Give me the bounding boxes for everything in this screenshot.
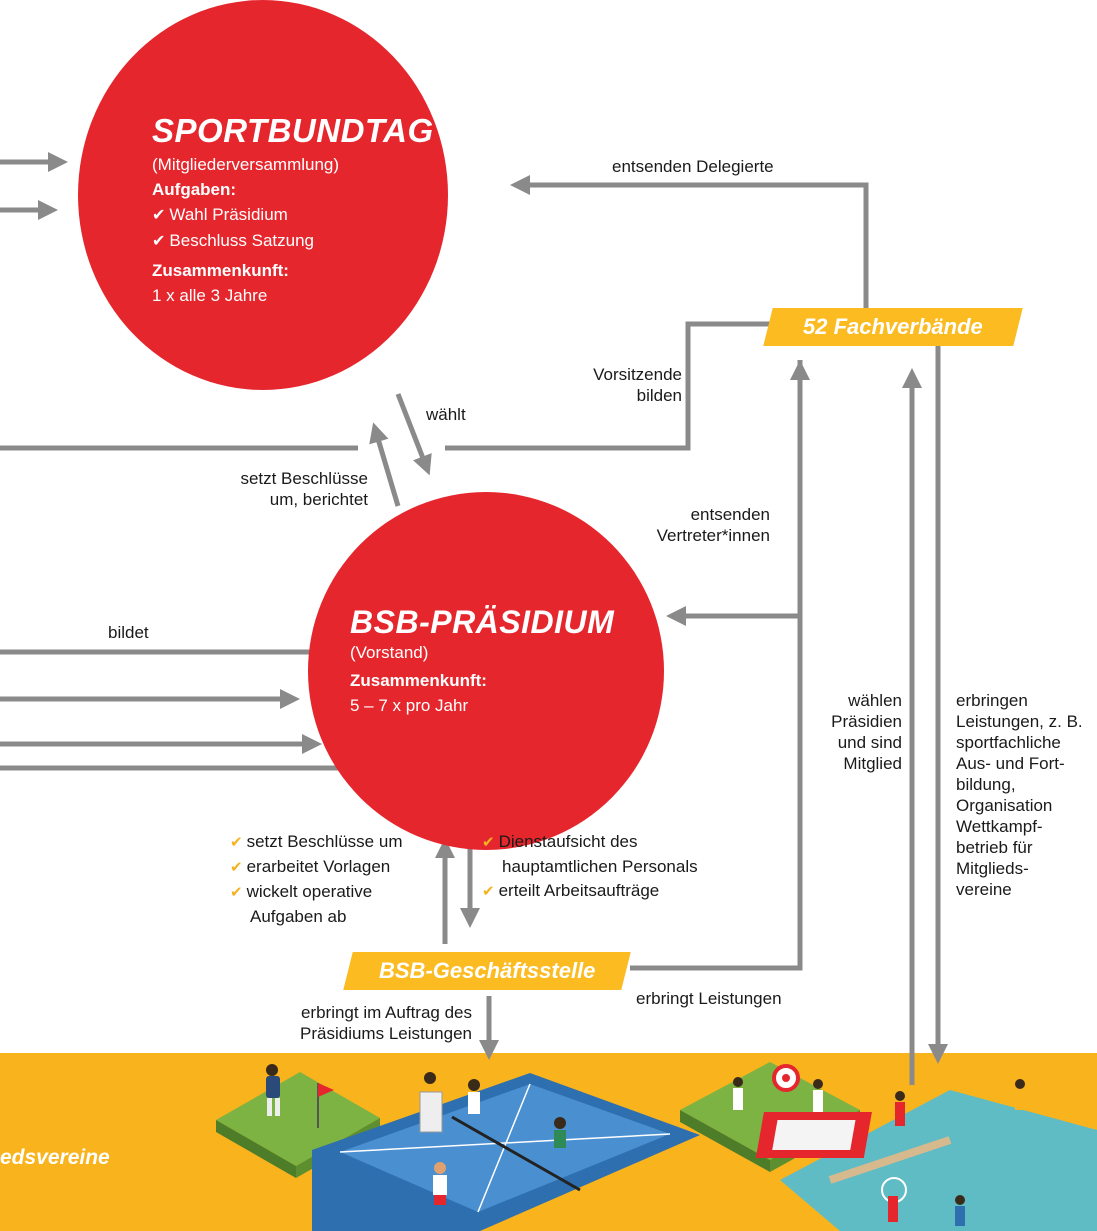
label-erbringt-im-auftrag: erbringt im Auftrag des Präsidiums Leist… [300,1003,472,1043]
label-setzt-beschluesse: setzt Beschlüsse um, berichtet [240,469,368,509]
label-entsenden-vertreter: entsenden Vertreter*innen [656,505,770,545]
sportbundtag-title: SPORTBUNDTAG [152,112,434,149]
check-icon: ✔ [230,884,243,901]
geschaeftsstelle-task-list: ✔setzt Beschlüsse um ✔erarbeitet Vorlage… [230,830,402,929]
check-icon: ✔ [152,207,166,224]
task-item: ✔Dienstaufsicht des [482,832,638,851]
sportbundtag-subtitle: (Mitgliederversammlung) [152,155,340,174]
sportbundtag-aufgabe-2: ✔Beschluss Satzung [152,231,314,250]
label-erbringt-leistungen: erbringt Leistungen [636,989,782,1008]
sportbundtag-circle [78,0,448,390]
label-waehlen-praesidien: wählen Präsidien und sind Mitglied [831,691,902,773]
praesidium-zusammenkunft-label: Zusammenkunft: [350,671,487,690]
praesidium-zusammenkunft: 5 – 7 x pro Jahr [350,696,469,715]
label-bildet: bildet [108,623,149,642]
geschaeftsstelle-banner: BSB-Geschäftsstelle [343,952,631,990]
task-item: ✔setzt Beschlüsse um [230,832,403,851]
fachverbaende-banner: 52 Fachverbände [763,308,1023,346]
task-item: Aufgaben ab [250,907,347,926]
task-item: hauptamtlichen Personals [502,857,698,876]
label-erbringen-leistungen: erbringen Leistungen, z. B. sportfachlic… [956,691,1083,899]
praesidium-title: BSB-PRÄSIDIUM [350,604,615,640]
sportbundtag-zusammenkunft-label: Zusammenkunft: [152,261,289,280]
praesidium-circle [308,492,664,850]
label-entsenden-delegierte: entsenden Delegierte [612,157,774,176]
vereine-label: edsvereine [0,1146,110,1169]
praesidium-task-list: ✔Dienstaufsicht des hauptamtlichen Perso… [482,830,698,904]
check-icon: ✔ [482,834,495,851]
sportbundtag-aufgabe-1: ✔Wahl Präsidium [152,205,288,224]
label-vorsitzende-bilden: Vorsitzende bilden [593,365,682,405]
check-icon: ✔ [230,834,243,851]
task-item: ✔erteilt Arbeitsaufträge [482,881,660,900]
geschaeftsstelle-label: BSB-Geschäftsstelle [378,958,596,983]
sportbundtag-zusammenkunft: 1 x alle 3 Jahre [152,286,268,305]
task-item: ✔wickelt operative [230,882,373,901]
check-icon: ✔ [230,859,243,876]
sportbundtag-aufgaben-label: Aufgaben: [152,180,237,199]
task-item: ✔erarbeitet Vorlagen [230,857,391,876]
check-icon: ✔ [152,233,166,250]
praesidium-subtitle: (Vorstand) [350,643,429,662]
label-waehlt: wählt [426,405,466,424]
fachverbaende-label: 52 Fachverbände [803,314,983,339]
check-icon: ✔ [482,883,495,900]
